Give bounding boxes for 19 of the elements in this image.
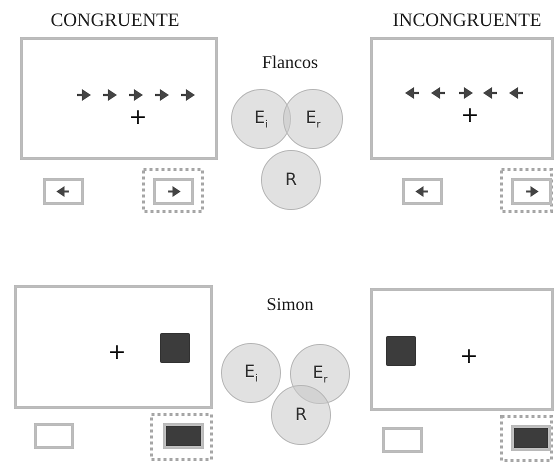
venn-circle (271, 385, 331, 445)
screen-frame (370, 37, 554, 160)
screen-frame (20, 37, 218, 160)
circle-label: E$_{i}$ (254, 108, 268, 130)
condition-heading: CONGRUENTE (50, 10, 180, 32)
task-label: Flancos (262, 52, 318, 73)
circle-label: E$_{r}$ (312, 362, 328, 386)
fixation-cross: + (460, 105, 480, 127)
task-label: Simon (266, 294, 314, 315)
circle-label: R (285, 170, 297, 190)
screen-frame (14, 285, 213, 409)
circle-label: E$_{r}$ (306, 108, 320, 130)
circle-label: E$_{i}$ (244, 362, 258, 384)
circle-label: R (295, 405, 307, 425)
fixation-cross: + (460, 346, 478, 368)
fixation-cross: + (108, 342, 126, 364)
screen-frame (370, 288, 554, 411)
fixation-cross: + (128, 107, 148, 129)
condition-heading: INCONGRUENTE (392, 10, 542, 32)
